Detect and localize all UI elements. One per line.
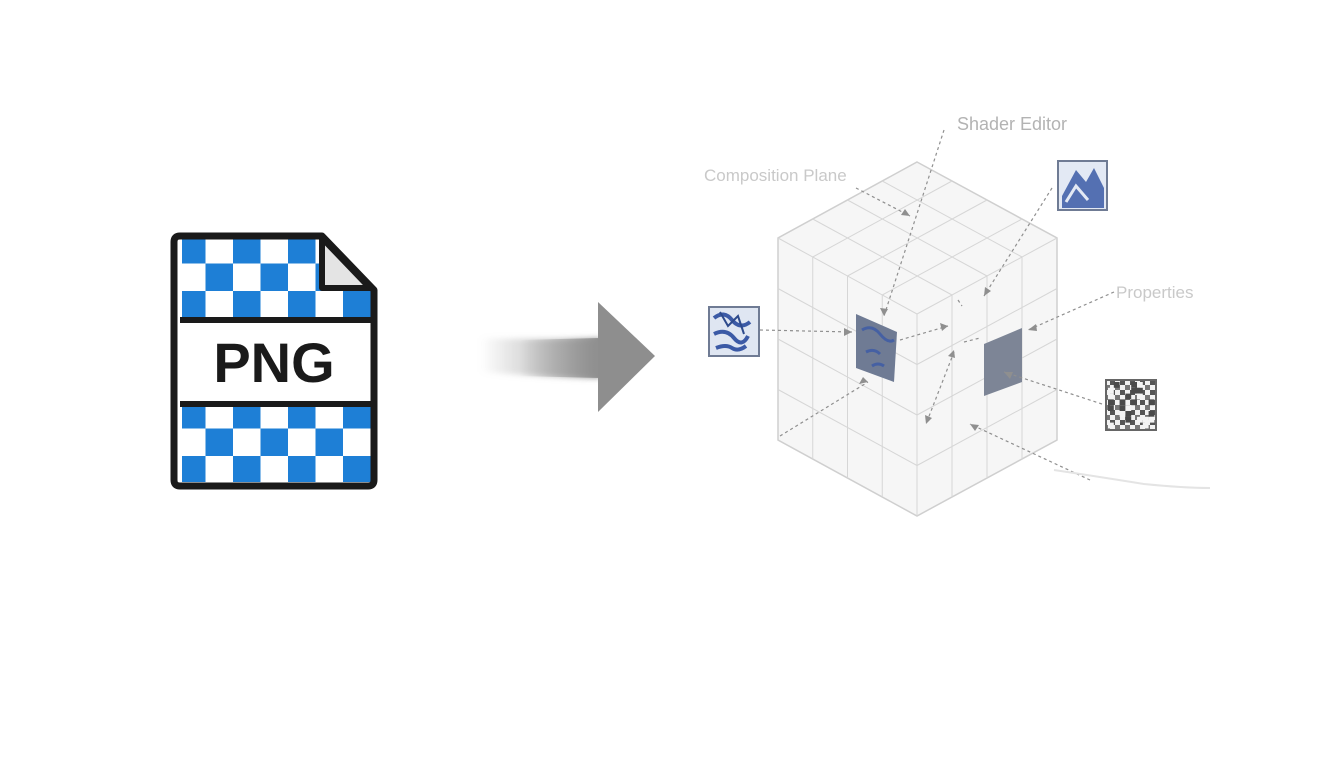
- checker-square: [182, 456, 206, 482]
- checker-square: [182, 401, 206, 429]
- checker-square: [233, 456, 261, 482]
- noise-cell: [1119, 411, 1126, 417]
- noise-cell: [1113, 382, 1120, 388]
- file-outline: [170, 232, 378, 490]
- callout-label-right: Properties: [1116, 283, 1193, 302]
- checker-square: [288, 456, 316, 482]
- checker-pattern: [182, 236, 372, 482]
- noise-cell: [1137, 393, 1143, 400]
- texture-panel-left: [856, 314, 897, 382]
- file-type-label: PNG: [213, 331, 334, 394]
- checker-square: [343, 291, 371, 319]
- checker-square: [315, 428, 343, 456]
- noise-cell: [1119, 399, 1126, 406]
- noise-cell: [1148, 411, 1155, 417]
- leader-lines: [759, 129, 1115, 481]
- checker-square: [205, 263, 233, 291]
- noise-cell: [1108, 422, 1114, 429]
- checker-square: [182, 291, 206, 319]
- checker-square: [182, 236, 206, 264]
- noise-cell: [1131, 399, 1137, 406]
- noise-cell: [1137, 416, 1143, 423]
- noise-cell: [1131, 387, 1137, 394]
- texture-thumbnail-top-right: [1057, 160, 1108, 211]
- isometric-grid: [777, 161, 1058, 517]
- checker-square: [343, 456, 371, 482]
- grid-line: [777, 338, 918, 416]
- noise-cell: [1131, 382, 1137, 388]
- noise-cell: [1125, 405, 1132, 411]
- checker-square: [260, 263, 288, 291]
- grid-line: [882, 218, 1023, 296]
- texture-panel-right: [984, 328, 1022, 396]
- leader-arrowheads: [844, 209, 1037, 431]
- arrow-right-icon: [480, 302, 655, 412]
- noise-cell: [1108, 387, 1114, 394]
- checker-square: [260, 428, 288, 456]
- noise-cell: [1108, 393, 1114, 400]
- callout-label-left: Composition Plane: [704, 166, 847, 185]
- file-label-band: [182, 322, 372, 402]
- grid-line: [847, 199, 988, 277]
- noise-cell: [1108, 399, 1114, 406]
- grid-line: [882, 180, 1023, 258]
- checker-square: [288, 236, 316, 264]
- texture-thumbnail-left: [708, 306, 760, 357]
- noise-cell: [1137, 387, 1143, 394]
- checker-square: [233, 236, 261, 264]
- noise-cell: [1119, 405, 1126, 411]
- noise-cell: [1142, 422, 1149, 429]
- checker-square: [205, 428, 233, 456]
- noise-cell: [1125, 416, 1132, 423]
- grid-line: [916, 389, 1058, 466]
- noise-cell: [1148, 416, 1155, 423]
- noise-thumbnail: [1105, 379, 1157, 431]
- checker-square: [233, 291, 261, 319]
- noise-cell: [1125, 393, 1132, 400]
- noise-cell: [1108, 405, 1114, 411]
- noise-cell: [1125, 411, 1132, 417]
- png-file-icon: PNG: [170, 232, 378, 490]
- noise-cell: [1142, 416, 1149, 423]
- callout-label-top: Shader Editor: [957, 114, 1067, 134]
- noise-cell: [1148, 399, 1155, 406]
- noise-cell: [1137, 382, 1143, 388]
- grid-line: [777, 389, 918, 466]
- faint-callout-line: [1053, 469, 1211, 489]
- checker-square: [288, 291, 316, 319]
